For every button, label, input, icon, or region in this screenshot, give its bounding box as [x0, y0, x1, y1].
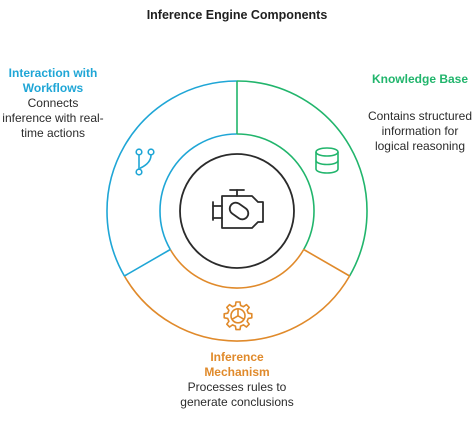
- database-icon: [315, 147, 339, 174]
- interaction-outer-arc: [106, 80, 238, 277]
- mechanism-heading: Inference Mechanism: [204, 350, 270, 379]
- engine-icon: [212, 189, 264, 229]
- knowledge-block: Knowledge Base Contains structured infor…: [366, 72, 474, 162]
- mechanism-description: Processes rules to generate conclusions: [180, 380, 294, 409]
- left-divider: [124, 248, 171, 277]
- mechanism-block: Inference Mechanism Processes rules to g…: [176, 350, 298, 410]
- mechanism-outer-arc: [123, 275, 351, 342]
- knowledge-heading: Knowledge Base: [371, 72, 469, 86]
- knowledge-outer-arc: [236, 80, 368, 277]
- knowledge-description: Contains structured information for logi…: [367, 109, 473, 153]
- interaction-block: Interaction with Workflows Connects infe…: [2, 66, 104, 141]
- mechanism-inner-arc: [169, 249, 305, 289]
- interaction-heading: Interaction with Workflows: [8, 66, 98, 95]
- interaction-description: Connects inference with real-time action…: [2, 96, 104, 140]
- interaction-inner-arc: [159, 133, 238, 250]
- diagram-title: Inference Engine Components: [146, 8, 328, 22]
- workflow-branch-icon: [135, 148, 155, 176]
- center-hub: [179, 153, 295, 269]
- right-divider: [303, 248, 351, 277]
- gear-icon: [223, 301, 253, 331]
- knowledge-inner-arc: [236, 133, 315, 250]
